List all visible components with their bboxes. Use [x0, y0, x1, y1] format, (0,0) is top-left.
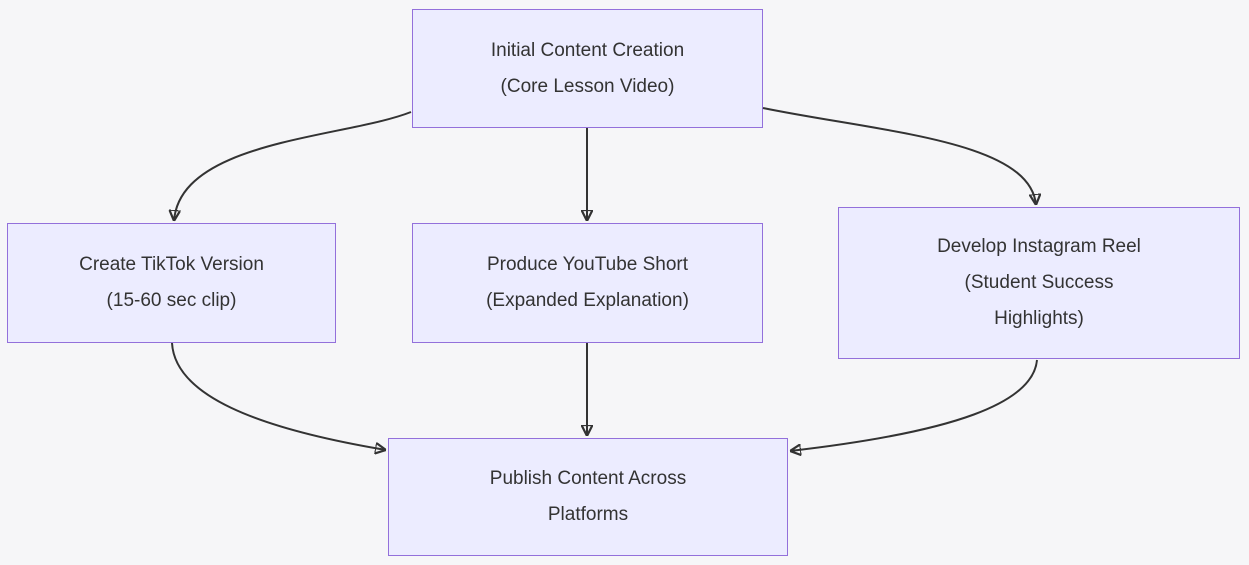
edge-initial-to-instagram [762, 107, 1036, 205]
node-label-line: Publish Content Across [489, 468, 687, 489]
node-label-line: Platforms [547, 504, 629, 525]
node-label-line: Highlights) [994, 308, 1084, 329]
node-label-line: (15-60 sec clip) [106, 290, 237, 311]
node-label-line: Create TikTok Version [79, 254, 264, 275]
node-develop-instagram-reel: Develop Instagram Reel (Student Success … [838, 207, 1240, 359]
node-produce-youtube-short: Produce YouTube Short (Expanded Explanat… [412, 223, 763, 343]
node-publish-content-across-platforms: Publish Content Across Platforms [388, 438, 788, 556]
node-initial-content-creation: Initial Content Creation (Core Lesson Vi… [412, 9, 763, 128]
node-create-tiktok-version: Create TikTok Version (15-60 sec clip) [7, 223, 336, 343]
edge-initial-to-tiktok [174, 111, 412, 221]
node-label-line: Initial Content Creation [490, 39, 685, 61]
node-label-line: (Student Success [964, 272, 1114, 293]
edge-instagram-to-publish [790, 359, 1038, 451]
node-label-line: (Expanded Explanation) [486, 290, 689, 311]
node-label-line: Produce YouTube Short [486, 254, 689, 275]
node-label-line: Develop Instagram Reel [937, 236, 1141, 257]
edge-tiktok-to-publish [171, 342, 386, 450]
node-label-line: (Core Lesson Video) [500, 75, 675, 97]
